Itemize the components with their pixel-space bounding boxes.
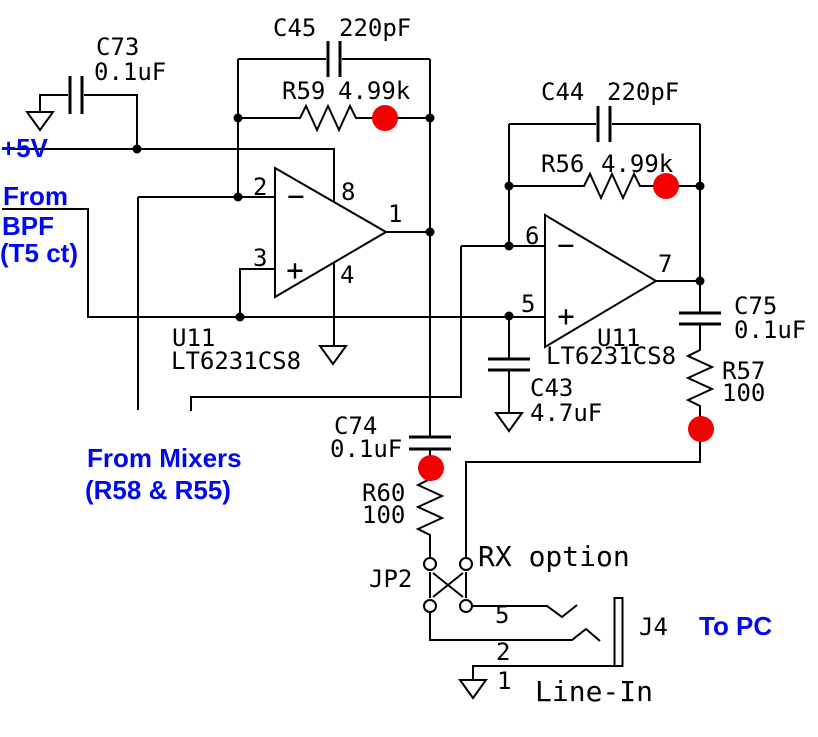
j4-sleeve-lead bbox=[472, 665, 622, 680]
opamp2-plus-sign: + bbox=[557, 299, 574, 333]
c44-value: 220pF bbox=[607, 78, 679, 106]
r56-value: 4.99k bbox=[601, 150, 674, 178]
c44-ref: C44 bbox=[541, 78, 584, 106]
j4-ref: J4 bbox=[639, 613, 668, 641]
capacitor-c73 bbox=[25, 76, 138, 149]
resistor-r59 bbox=[238, 103, 430, 133]
c45-ref: C45 bbox=[273, 14, 316, 42]
capacitor-c43 bbox=[488, 317, 530, 433]
probe-markers bbox=[372, 105, 714, 481]
from-bpf-line1: From bbox=[3, 181, 68, 211]
opamp1-plus-sign: + bbox=[286, 253, 303, 287]
line-in-label: Line-In bbox=[535, 675, 653, 708]
opamp2-pin6: 6 bbox=[525, 222, 539, 250]
r56-ref: R56 bbox=[541, 150, 584, 178]
net-bpf-reference bbox=[2, 208, 545, 318]
c45-value: 220pF bbox=[339, 14, 411, 42]
capacitor-c74 bbox=[409, 435, 451, 451]
j4-pin1-label: 1 bbox=[497, 667, 511, 695]
r59-value: 4.99k bbox=[338, 77, 411, 105]
rx-option-label: RX option bbox=[478, 540, 630, 573]
opamp1-symbol bbox=[274, 166, 430, 366]
ground-symbol bbox=[458, 679, 488, 700]
jumper-jp2 bbox=[423, 557, 473, 613]
resistor-r60 bbox=[415, 450, 445, 558]
r60-ref: R60 bbox=[362, 479, 405, 507]
from-bpf-line2: BPF bbox=[2, 211, 54, 241]
r59-ref: R59 bbox=[282, 77, 325, 105]
c43-ref: C43 bbox=[530, 374, 573, 402]
net-5v-rail bbox=[2, 148, 335, 201]
junction-dots bbox=[132, 113, 705, 322]
opamp1-part: LT6231CS8 bbox=[171, 347, 301, 375]
opamp2-minus-sign: − bbox=[557, 228, 574, 262]
probe-dot-r56 bbox=[653, 173, 679, 199]
from-mixers-line1: From Mixers bbox=[87, 443, 242, 473]
probe-dot-r59 bbox=[372, 105, 398, 131]
jp2-pin-top-right bbox=[459, 557, 473, 571]
ground-symbol bbox=[25, 111, 55, 132]
capacitor-c75 bbox=[679, 311, 721, 326]
probe-dot-r57 bbox=[688, 416, 714, 442]
r57-ref: R57 bbox=[722, 357, 765, 385]
ground-symbol bbox=[318, 345, 348, 366]
capacitor-c44 bbox=[596, 106, 612, 142]
opamp1-minus-sign: − bbox=[287, 179, 304, 213]
c75-value: 0.1uF bbox=[734, 316, 806, 344]
opamp1-pin8: 8 bbox=[341, 178, 355, 206]
resistor-r56 bbox=[509, 171, 700, 201]
c74-ref: C74 bbox=[334, 412, 377, 440]
c75-ref: C75 bbox=[734, 292, 777, 320]
j4-plug-body bbox=[613, 597, 624, 667]
c74-value: 0.1uF bbox=[330, 435, 402, 463]
opamp1-ref: U11 bbox=[172, 324, 215, 352]
jp2-ref: JP2 bbox=[369, 565, 412, 593]
plus5v-label: +5V bbox=[1, 133, 49, 163]
c73-ref: C73 bbox=[96, 33, 139, 61]
resistor-r57 bbox=[465, 325, 715, 558]
feedback-loop-2 bbox=[461, 106, 700, 247]
output-branch-right bbox=[465, 124, 721, 558]
opamp2-ref: U11 bbox=[597, 324, 640, 352]
opamp1-pin2: 2 bbox=[253, 173, 267, 201]
from-bpf-line3: (T5 ct) bbox=[0, 238, 78, 268]
net-from-mixers-1 bbox=[137, 196, 275, 410]
j4-pin2-label: 2 bbox=[496, 638, 510, 666]
jp2-pin-top-left bbox=[423, 557, 437, 571]
to-pc-label: To PC bbox=[699, 611, 772, 641]
opamp2-pin7: 7 bbox=[658, 250, 672, 278]
opamp1-pin3: 3 bbox=[253, 244, 267, 272]
opamp1-pin4: 4 bbox=[340, 261, 354, 289]
net-from-mixers-2 bbox=[190, 246, 462, 411]
opamp2-symbol bbox=[544, 213, 700, 349]
probe-dot-c74 bbox=[418, 455, 444, 481]
from-mixers-line2: (R58 & R55) bbox=[85, 475, 231, 505]
c43-value: 4.7uF bbox=[530, 399, 602, 427]
jp2-pin-bottom-left bbox=[423, 599, 437, 613]
r57-value: 100 bbox=[722, 379, 765, 407]
opamp2-part: LT6231CS8 bbox=[546, 342, 676, 370]
r60-value: 100 bbox=[362, 501, 405, 529]
j4-ring-contact bbox=[429, 612, 601, 642]
jack-j4 bbox=[429, 597, 624, 700]
capacitor-c45 bbox=[326, 41, 342, 77]
opamp1-pin1: 1 bbox=[388, 200, 402, 228]
j4-tip-contact bbox=[472, 604, 578, 619]
j4-pin5-label: 5 bbox=[495, 601, 509, 629]
output-branch-left bbox=[409, 435, 451, 558]
jp2-pin-bottom-right bbox=[459, 599, 473, 613]
jp2-cross-links bbox=[432, 572, 464, 598]
ground-symbol bbox=[494, 412, 524, 433]
opamp2-pin5: 5 bbox=[521, 290, 535, 318]
c73-value: 0.1uF bbox=[94, 58, 166, 86]
